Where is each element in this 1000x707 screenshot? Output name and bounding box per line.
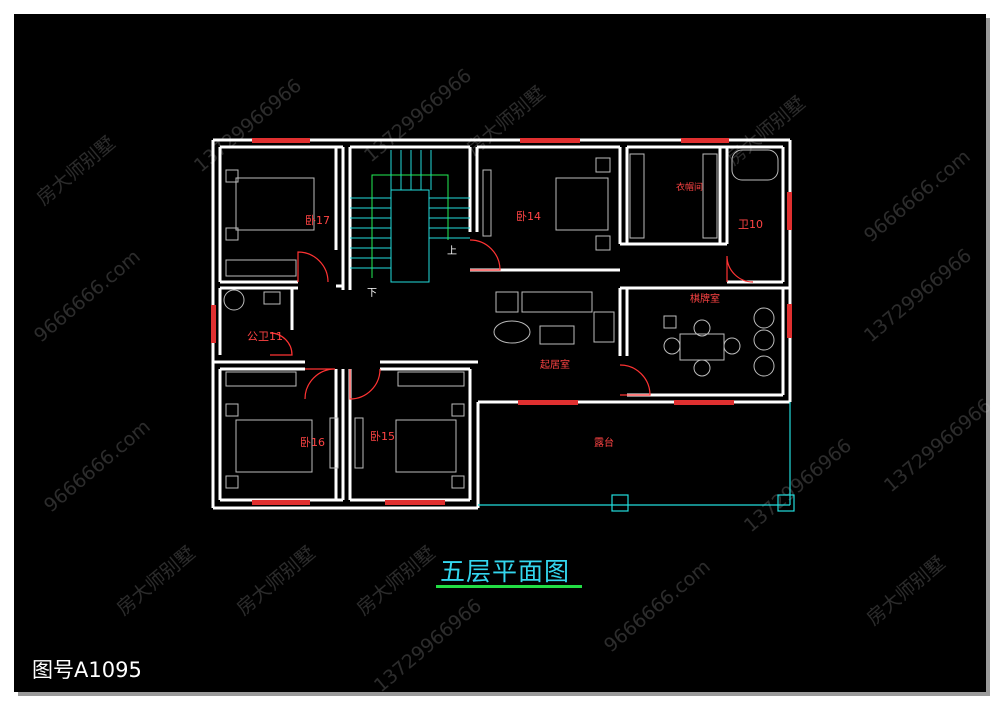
room-label-bed15: 卧15 xyxy=(370,430,395,443)
drawing-title: 五层平面图 xyxy=(440,557,571,586)
room-label-pub-bath11: 公卫11 xyxy=(247,330,283,343)
stairs xyxy=(350,150,470,283)
windows xyxy=(211,138,792,505)
room-label-cloakroom: 衣帽间 xyxy=(676,181,703,193)
furniture xyxy=(223,149,779,489)
title-underline xyxy=(436,585,582,588)
room-label-bed14: 卧14 xyxy=(516,210,541,223)
room-label-bed17: 卧17 xyxy=(305,214,330,227)
room-label-living: 起居室 xyxy=(540,358,570,371)
stair-arrow xyxy=(371,174,449,278)
doors xyxy=(269,239,754,400)
stair-up-label: 上 xyxy=(447,245,457,257)
room-label-bed16: 卧16 xyxy=(300,436,325,449)
room-label-terrace: 露台 xyxy=(594,436,614,449)
figure-number: 图号A1095 xyxy=(32,658,142,682)
drawing-canvas xyxy=(14,14,986,692)
room-label-bath10: 卫10 xyxy=(738,218,763,231)
terrace-rail xyxy=(478,402,795,512)
stair-down-label: 下 xyxy=(367,288,377,299)
room-label-mahjong: 棋牌室 xyxy=(690,292,720,305)
